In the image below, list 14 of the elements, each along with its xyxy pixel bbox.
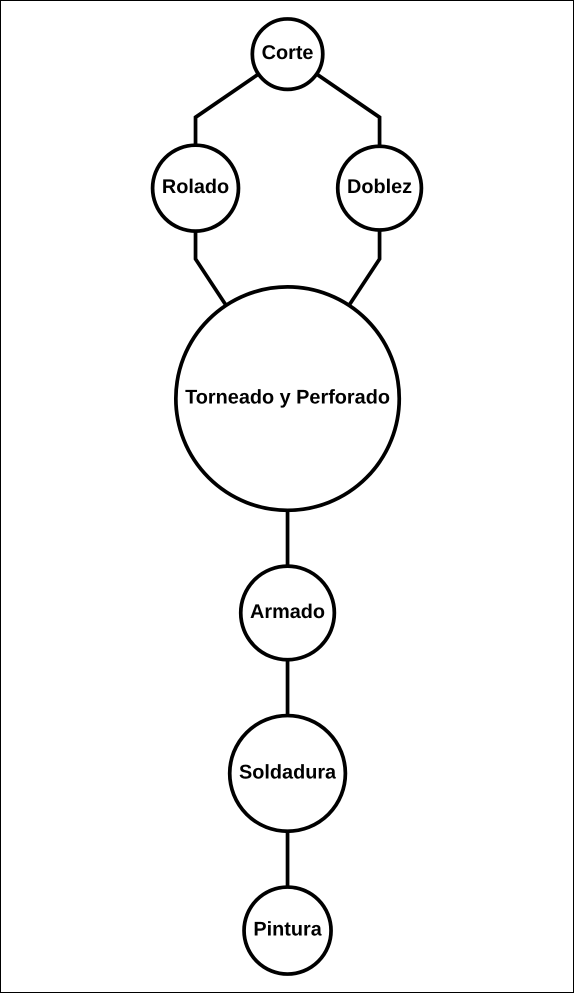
node-circle: Soldadura [228, 714, 348, 834]
connector [194, 72, 260, 146]
node-circle: Rolado [150, 143, 240, 233]
node-circle: Armado [238, 564, 336, 662]
node-circle: Corte [250, 17, 325, 92]
connector [286, 660, 290, 716]
connector [286, 831, 290, 888]
connector [347, 230, 382, 306]
node-circle: Pintura [242, 885, 333, 976]
node-circle: Torneado y Perforado [174, 285, 402, 512]
connector [316, 72, 382, 146]
node-circle: Doblez [336, 144, 424, 232]
connector [194, 231, 228, 306]
connector [286, 510, 290, 566]
